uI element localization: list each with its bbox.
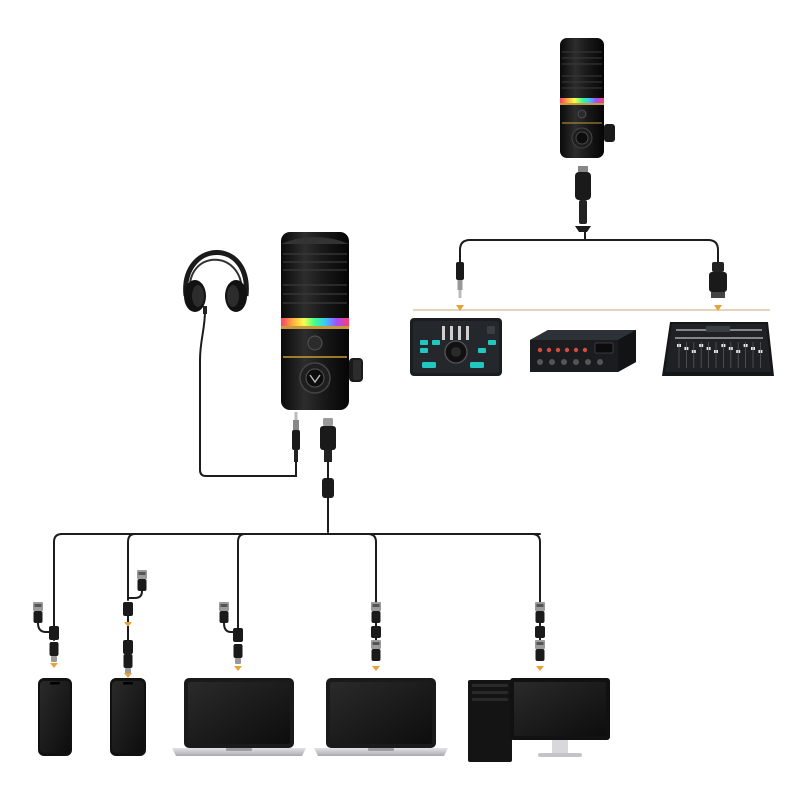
smartphone-icon xyxy=(38,678,72,756)
orange-arrow-icon xyxy=(234,666,242,671)
orange-arrow-icon xyxy=(50,663,58,668)
usb-a-adapter-icon xyxy=(371,602,381,671)
usb-c-plug-icon xyxy=(320,418,336,462)
usb-drop-phone-2 xyxy=(127,533,136,601)
orange-arrow-icon xyxy=(536,666,544,671)
mixing-console-icon xyxy=(662,322,774,376)
usb-a-adapter-icon xyxy=(219,602,243,671)
usb-a-adapter-icon xyxy=(535,602,545,671)
audio-interface-icon xyxy=(410,318,502,376)
laptop-icon xyxy=(314,678,448,756)
usb-drop-laptop-1 xyxy=(237,533,246,641)
headphone-cable xyxy=(199,309,297,477)
field-recorder-icon xyxy=(530,330,636,372)
desktop-computer-icon xyxy=(468,678,610,762)
xlr-plug-icon xyxy=(575,166,591,232)
usb-drop-phone-1 xyxy=(53,533,63,641)
aux-plug-icon xyxy=(292,412,300,462)
trs-arrow-icon xyxy=(456,305,464,311)
xlr-input-plug-icon xyxy=(709,262,727,298)
usb-microphone-icon xyxy=(281,232,363,410)
usb-drop-laptop-2 xyxy=(367,533,377,641)
headphones-icon xyxy=(183,250,249,314)
ferrite-bead xyxy=(322,478,334,498)
orange-arrow-icon xyxy=(124,673,132,678)
orange-arrow-icon xyxy=(372,666,380,671)
xlr-microphone-icon xyxy=(560,38,615,158)
laptop-icon xyxy=(172,678,306,756)
cables xyxy=(53,231,719,641)
xlr-arrow-icon xyxy=(714,305,722,311)
smartphone-icon xyxy=(110,678,146,756)
usb-drop-desktop xyxy=(531,533,541,641)
usb-a-adapter-icon xyxy=(123,570,147,678)
xlr-split-cable xyxy=(459,231,719,263)
usb-a-adapter-icon xyxy=(33,602,59,668)
usb-adapters xyxy=(33,570,545,678)
trs-plug-icon xyxy=(456,262,464,298)
